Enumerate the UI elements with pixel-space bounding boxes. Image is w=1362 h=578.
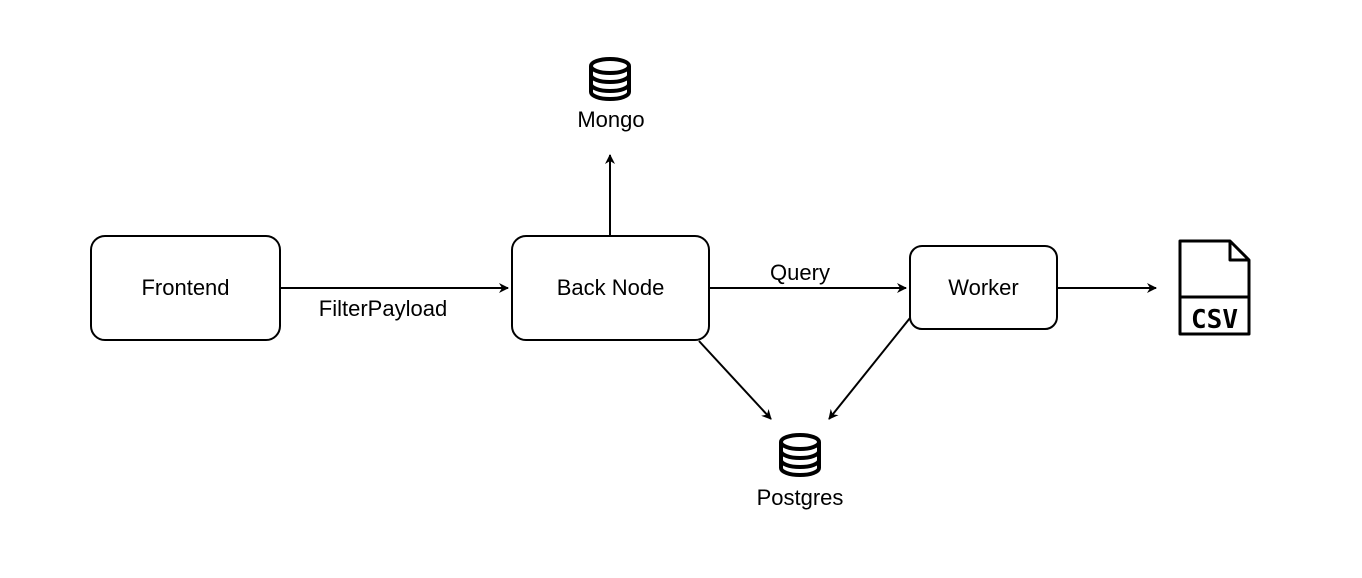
back-node-box xyxy=(511,235,710,341)
worker-node: Worker xyxy=(909,245,1058,330)
csv-file-icon: CSV xyxy=(1178,239,1251,336)
frontend-label: Frontend xyxy=(141,275,229,300)
back-node-label: Back Node xyxy=(557,275,665,300)
worker-box xyxy=(909,245,1058,330)
mongo-database-node: Mongo xyxy=(577,57,645,132)
edge-worker-to-postgres xyxy=(828,317,911,420)
edge-back-node-to-postgres xyxy=(698,340,772,420)
database-icon xyxy=(779,433,821,477)
frontend-node: Frontend xyxy=(90,235,281,341)
worker-label: Worker xyxy=(948,275,1019,300)
csv-label: CSV xyxy=(1191,305,1238,335)
postgres-label: Postgres xyxy=(757,485,844,510)
postgres-database-node: Postgres xyxy=(757,433,844,510)
edges xyxy=(281,154,1157,420)
mongo-label: Mongo xyxy=(577,107,644,132)
database-icon xyxy=(589,57,631,101)
frontend-box xyxy=(90,235,281,341)
query-label: Query xyxy=(770,260,830,285)
back-node-node: Back Node xyxy=(511,235,710,341)
filterpayload-label: FilterPayload xyxy=(319,296,447,321)
